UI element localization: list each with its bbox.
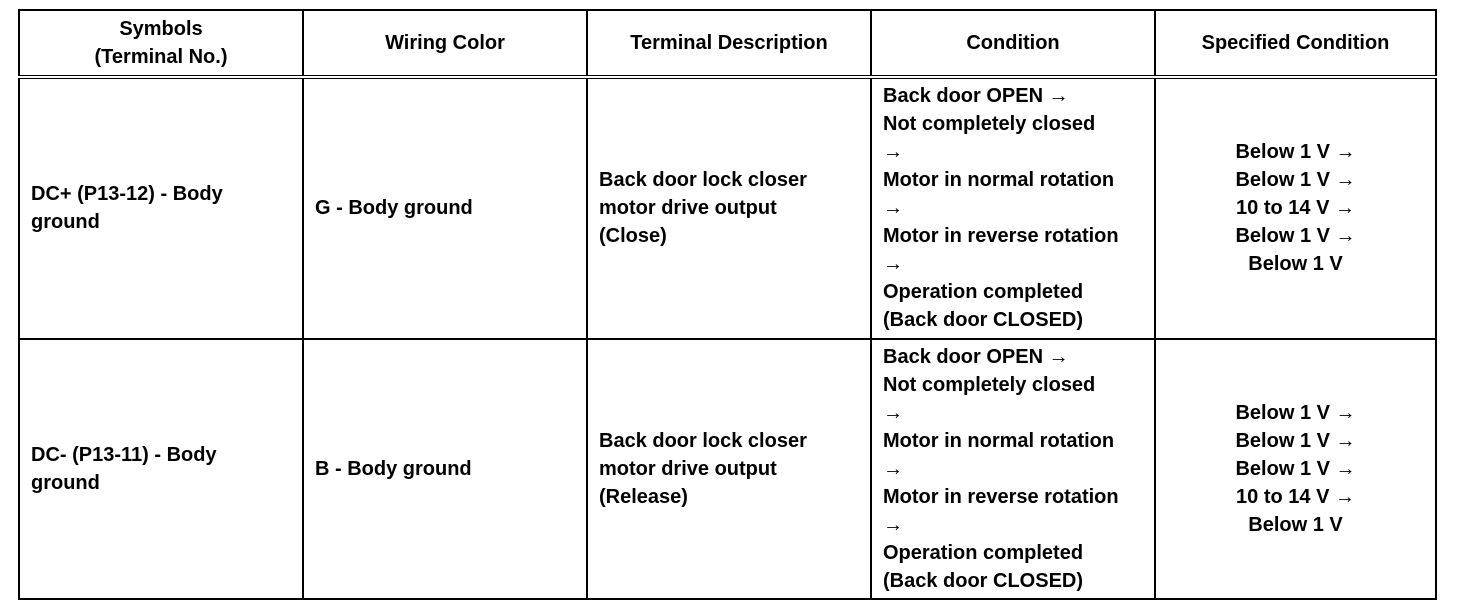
symbol-cell: DC+ (P13-12) - Body ground [18, 76, 304, 340]
condition-line: → [883, 513, 903, 536]
condition-line: Back door OPEN → [883, 85, 1069, 108]
header-terminal-description-line: Terminal Description [630, 32, 828, 54]
specified-line: Below 1 V → [1235, 141, 1356, 164]
condition-line: Motor in reverse rotation [883, 485, 1119, 508]
condition-line: Motor in normal rotation [883, 169, 1115, 192]
header-condition: Condition [870, 9, 1156, 79]
wiring-color-line: B - Body ground [315, 457, 472, 480]
specified-line: Below 1 V → [1235, 401, 1356, 424]
table-row: DC+ (P13-12) - Body ground G - Body grou… [18, 76, 1437, 340]
terminal-spec-table: Symbols (Terminal No.) Wiring Color Term… [18, 9, 1437, 600]
symbol-line: ground [31, 471, 100, 494]
condition-line: Motor in normal rotation [883, 429, 1115, 452]
table-row: DC- (P13-11) - Body ground B - Body grou… [18, 337, 1437, 600]
wiring-color-cell: B - Body ground [302, 337, 588, 600]
specified-condition-cell: Below 1 V → Below 1 V → 10 to 14 V → Bel… [1154, 76, 1437, 340]
header-specified-condition: Specified Condition [1154, 9, 1437, 79]
header-symbols-line: (Terminal No.) [94, 46, 228, 68]
condition-line: (Back door CLOSED) [883, 569, 1084, 592]
header-wiring-color-line: Wiring Color [385, 32, 505, 54]
condition-line: Operation completed [883, 541, 1084, 564]
condition-line: (Back door CLOSED) [883, 309, 1084, 332]
condition-line: → [883, 457, 903, 480]
header-terminal-description: Terminal Description [586, 9, 872, 79]
description-line: motor drive output [599, 457, 777, 480]
specified-line: Below 1 V → [1235, 225, 1356, 248]
description-line: motor drive output [599, 197, 777, 220]
header-symbols-line: Symbols [119, 18, 203, 40]
condition-line: → [883, 401, 903, 424]
header-symbols: Symbols (Terminal No.) [18, 9, 304, 79]
symbol-cell: DC- (P13-11) - Body ground [18, 337, 304, 600]
condition-line: Not completely closed [883, 113, 1096, 136]
symbol-line: ground [31, 211, 100, 234]
condition-line: Not completely closed [883, 373, 1096, 396]
terminal-description-cell: Back door lock closer motor drive output… [586, 337, 872, 600]
specified-line: Below 1 V → [1235, 169, 1356, 192]
specified-line: Below 1 V [1248, 513, 1343, 536]
specified-line: 10 to 14 V → [1236, 485, 1355, 508]
terminal-description-cell: Back door lock closer motor drive output… [586, 76, 872, 340]
symbol-line: DC+ (P13-12) - Body [31, 183, 223, 206]
description-line: Back door lock closer [599, 429, 807, 452]
wiring-color-cell: G - Body ground [302, 76, 588, 340]
condition-line: → [883, 197, 903, 220]
specified-line: 10 to 14 V → [1236, 197, 1355, 220]
condition-line: Motor in reverse rotation [883, 225, 1119, 248]
wiring-color-line: G - Body ground [315, 197, 473, 220]
header-specified-condition-line: Specified Condition [1201, 32, 1390, 54]
description-line: Back door lock closer [599, 169, 807, 192]
condition-line: → [883, 141, 903, 164]
header-condition-line: Condition [966, 32, 1060, 54]
description-line: (Release) [599, 485, 688, 508]
description-line: (Close) [599, 225, 667, 248]
header-wiring-color: Wiring Color [302, 9, 588, 79]
condition-line: Back door OPEN → [883, 345, 1069, 368]
specified-line: Below 1 V [1248, 253, 1343, 276]
header-row: Symbols (Terminal No.) Wiring Color Term… [18, 9, 1437, 79]
specified-line: Below 1 V → [1235, 429, 1356, 452]
condition-cell: Back door OPEN → Not completely closed →… [870, 76, 1156, 340]
specified-line: Below 1 V → [1235, 457, 1356, 480]
symbol-line: DC- (P13-11) - Body [31, 443, 217, 466]
specified-condition-cell: Below 1 V → Below 1 V → Below 1 V → 10 t… [1154, 337, 1437, 600]
condition-line: Operation completed [883, 281, 1084, 304]
condition-line: → [883, 253, 903, 276]
condition-cell: Back door OPEN → Not completely closed →… [870, 337, 1156, 600]
